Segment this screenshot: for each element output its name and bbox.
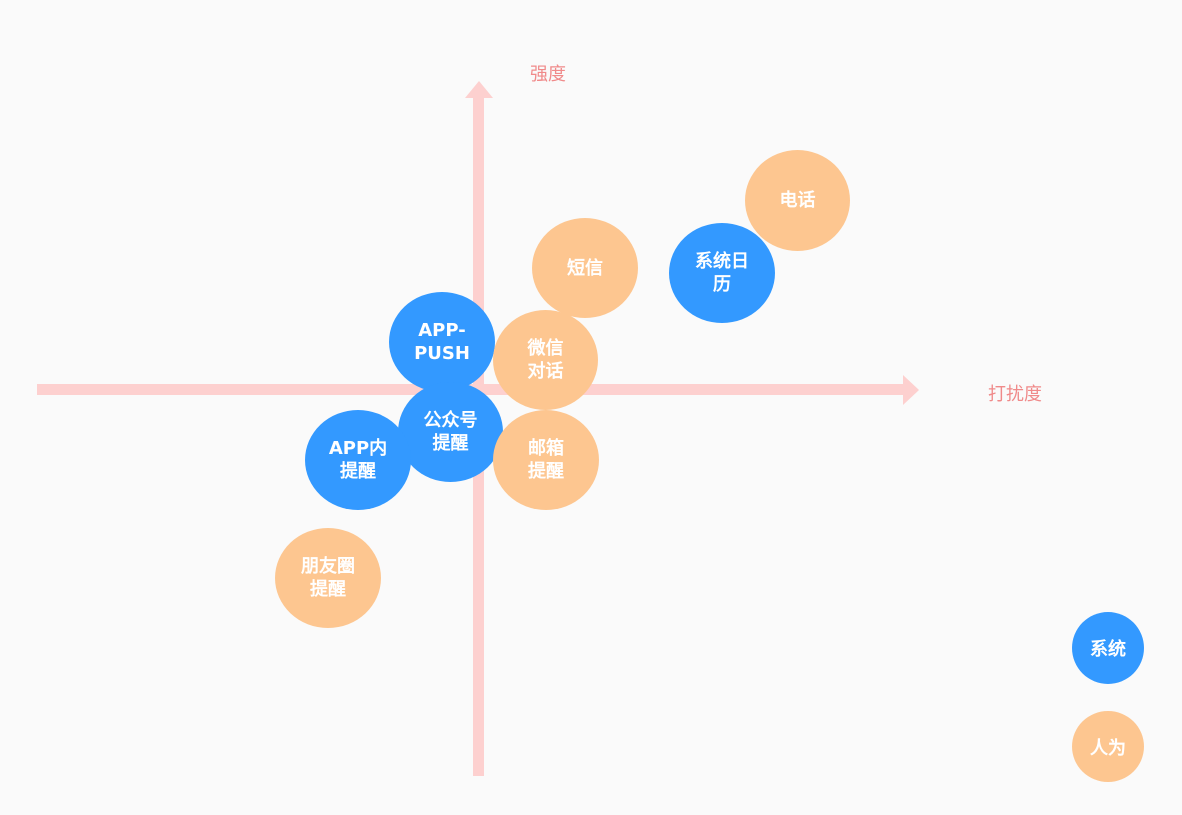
y-axis-arrowhead bbox=[465, 81, 493, 98]
x-axis-label: 打扰度 bbox=[988, 384, 1042, 405]
legend-item-human: 人为 bbox=[1072, 711, 1144, 782]
bubble-phone: 电话 bbox=[745, 150, 850, 251]
bubble-email: 邮箱 提醒 bbox=[493, 410, 599, 510]
bubble-moments: 朋友圈 提醒 bbox=[275, 528, 381, 628]
bubble-label: 短信 bbox=[567, 257, 603, 279]
bubble-system-calendar: 系统日 历 bbox=[669, 223, 775, 323]
bubble-app-push: APP- PUSH bbox=[389, 292, 495, 392]
x-axis-arrowhead bbox=[903, 375, 919, 405]
bubble-label: 微信 对话 bbox=[527, 338, 564, 382]
legend-item-system: 系统 bbox=[1072, 612, 1144, 684]
bubble-label: APP- PUSH bbox=[414, 320, 470, 364]
bubble-label: 系统日 历 bbox=[695, 251, 749, 295]
y-axis-label: 强度 bbox=[530, 64, 566, 85]
bubble-label: 公众号 提醒 bbox=[423, 410, 478, 454]
bubble-label: 邮箱 提醒 bbox=[528, 438, 564, 482]
bubble-wechat-chat: 微信 对话 bbox=[493, 310, 598, 410]
bubble-official-account: 公众号 提醒 bbox=[398, 382, 503, 482]
bubble-sms: 短信 bbox=[532, 218, 638, 318]
bubble-in-app: APP内 提醒 bbox=[305, 410, 411, 510]
bubble-label: APP内 提醒 bbox=[328, 438, 388, 482]
bubble-label: 电话 bbox=[779, 190, 816, 211]
bubble-label: 朋友圈 提醒 bbox=[301, 556, 355, 600]
